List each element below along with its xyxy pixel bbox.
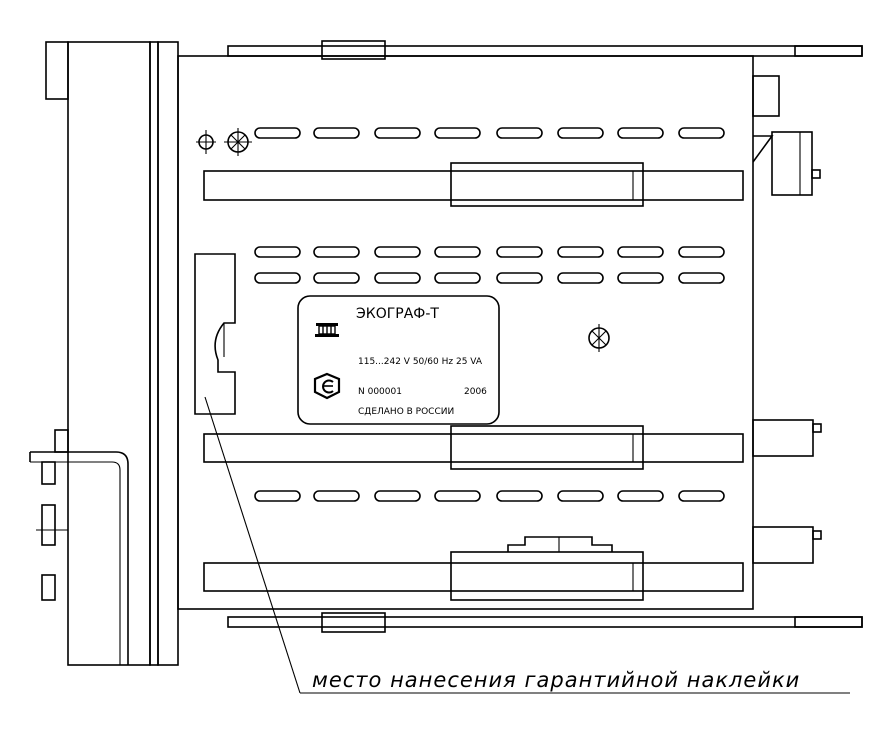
screw-mark-right-icon	[588, 324, 610, 352]
plate-title: ЭКОГРАФ-Т	[356, 306, 439, 322]
name-plate: ЭКОГРАФ-Т 115...242 V 50/60 Hz 25 VA N 0…	[297, 295, 500, 425]
plate-year: 2006	[464, 387, 487, 397]
guide-rail-2	[203, 425, 744, 470]
front-panel	[29, 41, 179, 666]
crosshair-mark-small-icon	[196, 130, 216, 154]
guide-rail-3	[203, 536, 744, 601]
screw-mark-icon	[224, 128, 252, 156]
rear-connectors	[752, 75, 822, 564]
plate-power: 115...242 V 50/60 Hz 25 VA	[358, 357, 483, 367]
guide-rail-1	[203, 162, 744, 207]
certification-mark-icon	[313, 372, 341, 400]
manufacturer-logo-icon	[315, 323, 339, 337]
vent-slots[interactable]	[254, 127, 725, 502]
latch-clip[interactable]	[194, 253, 236, 415]
plate-made-in: СДЕЛАНО В РОССИИ	[358, 407, 454, 417]
housing	[177, 55, 754, 610]
bottom-rail	[227, 612, 863, 633]
callout-leader	[204, 396, 850, 694]
plate-serial: N 000001	[358, 387, 402, 397]
warranty-sticker-callout: место нанесения гарантийной наклейки	[312, 668, 800, 692]
